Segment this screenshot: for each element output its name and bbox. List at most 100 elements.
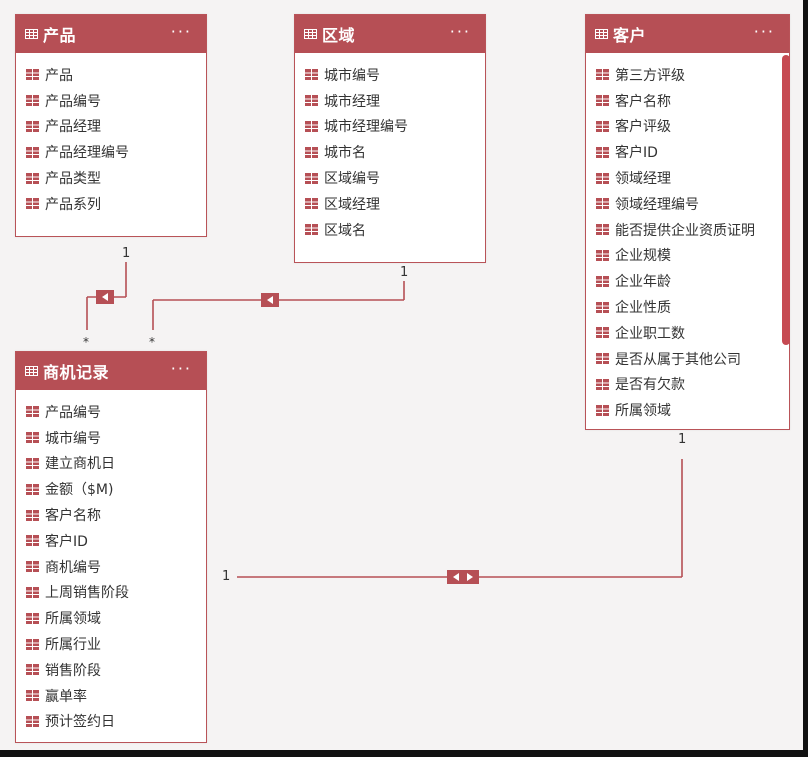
filter-direction-arrow-left-product[interactable]	[96, 290, 114, 304]
field-row[interactable]: 所属行业	[16, 631, 206, 657]
field-label: 是否有欠款	[615, 377, 685, 394]
field-row[interactable]: 所属领域	[16, 605, 206, 631]
column-icon	[26, 690, 39, 702]
cardinality-one-customer: 1	[678, 432, 687, 447]
field-label: 领域经理编号	[615, 196, 699, 213]
column-icon	[596, 327, 609, 339]
table-card-customer[interactable]: 客户 ··· 第三方评级 客户名称 客户评级 客户ID 领域经理	[585, 14, 790, 430]
card-header-region[interactable]: 区域 ···	[295, 15, 485, 53]
filter-direction-arrow-both-customer[interactable]	[447, 570, 479, 584]
field-row[interactable]: 建立商机日	[16, 451, 206, 477]
field-label: 客户ID	[45, 533, 88, 550]
field-row[interactable]: 企业规模	[586, 243, 789, 269]
field-row[interactable]: 城市编号	[295, 62, 485, 88]
field-label: 领域经理	[615, 171, 671, 188]
field-row[interactable]: 城市名	[295, 139, 485, 165]
field-row[interactable]: 客户评级	[586, 114, 789, 140]
field-row[interactable]: 区域经理	[295, 191, 485, 217]
more-options-icon[interactable]: ···	[753, 22, 775, 41]
column-icon	[26, 120, 39, 132]
field-label: 金额（$M)	[45, 482, 114, 499]
column-icon	[26, 432, 39, 444]
field-row[interactable]: 是否有欠款	[586, 372, 789, 398]
field-row[interactable]: 销售阶段	[16, 657, 206, 683]
field-row[interactable]: 产品	[16, 62, 206, 88]
field-label: 商机编号	[45, 559, 101, 576]
field-label: 产品经理	[45, 119, 101, 136]
card-header-product[interactable]: 产品 ···	[16, 15, 206, 53]
field-label: 区域经理	[324, 196, 380, 213]
field-label: 客户ID	[615, 145, 658, 162]
field-label: 区域名	[324, 222, 366, 239]
more-options-icon[interactable]: ···	[170, 22, 192, 41]
field-row[interactable]: 企业性质	[586, 294, 789, 320]
column-icon	[26, 638, 39, 650]
window-edge-bottom	[0, 750, 808, 757]
column-icon	[305, 120, 318, 132]
table-card-product[interactable]: 产品 ··· 产品 产品编号 产品经理 产品经理编号 产品类型	[15, 14, 207, 237]
table-card-region[interactable]: 区域 ··· 城市编号 城市经理 城市经理编号 城市名 区域编号	[294, 14, 486, 263]
field-row[interactable]: 城市编号	[16, 425, 206, 451]
column-icon	[596, 146, 609, 158]
column-icon	[26, 172, 39, 184]
field-label: 企业年龄	[615, 274, 671, 291]
field-row[interactable]: 产品系列	[16, 191, 206, 217]
field-label: 客户评级	[615, 119, 671, 136]
field-row[interactable]: 金额（$M)	[16, 476, 206, 502]
field-label: 上周销售阶段	[45, 585, 129, 602]
card-title: 商机记录	[43, 363, 110, 382]
card-header-customer[interactable]: 客户 ···	[586, 15, 789, 53]
field-label: 城市名	[324, 145, 366, 162]
column-icon	[305, 172, 318, 184]
field-row[interactable]: 第三方评级	[586, 62, 789, 88]
field-row[interactable]: 领域经理	[586, 165, 789, 191]
field-row[interactable]: 产品类型	[16, 165, 206, 191]
field-label: 建立商机日	[45, 456, 115, 473]
field-row[interactable]: 产品经理	[16, 114, 206, 140]
filter-direction-arrow-left-region[interactable]	[261, 293, 279, 307]
column-icon	[596, 353, 609, 365]
column-icon	[596, 404, 609, 416]
field-label: 产品编号	[45, 93, 101, 110]
column-icon	[596, 120, 609, 132]
field-row[interactable]: 产品经理编号	[16, 139, 206, 165]
field-row[interactable]: 赢单率	[16, 683, 206, 709]
more-options-icon[interactable]: ···	[449, 22, 471, 41]
column-icon	[305, 69, 318, 81]
field-row[interactable]: 预计签约日	[16, 709, 206, 735]
column-icon	[26, 509, 39, 521]
window-edge-right	[803, 0, 808, 757]
scrollbar-thumb[interactable]	[782, 55, 790, 345]
field-row[interactable]: 企业职工数	[586, 320, 789, 346]
column-icon	[596, 172, 609, 184]
field-row[interactable]: 产品编号	[16, 399, 206, 425]
field-row[interactable]: 城市经理编号	[295, 114, 485, 140]
field-row[interactable]: 所属领域	[586, 397, 789, 423]
field-label: 客户名称	[615, 93, 671, 110]
table-card-opportunity[interactable]: 商机记录 ··· 产品编号 城市编号 建立商机日 金额（$M) 客户名称	[15, 351, 207, 743]
field-row[interactable]: 是否从属于其他公司	[586, 346, 789, 372]
field-row[interactable]: 区域编号	[295, 165, 485, 191]
cardinality-many-product: *	[83, 335, 89, 349]
field-label: 城市经理	[324, 93, 380, 110]
field-row[interactable]: 产品编号	[16, 88, 206, 114]
field-row[interactable]: 客户名称	[16, 502, 206, 528]
field-row[interactable]: 客户名称	[586, 88, 789, 114]
field-row[interactable]: 客户ID	[16, 528, 206, 554]
field-row[interactable]: 能否提供企业资质证明	[586, 217, 789, 243]
table-icon	[25, 366, 38, 376]
column-icon	[26, 612, 39, 624]
field-row[interactable]: 企业年龄	[586, 268, 789, 294]
card-header-opportunity[interactable]: 商机记录 ···	[16, 352, 206, 390]
field-row[interactable]: 客户ID	[586, 139, 789, 165]
table-icon	[25, 29, 38, 39]
field-row[interactable]: 上周销售阶段	[16, 580, 206, 606]
field-row[interactable]: 商机编号	[16, 554, 206, 580]
field-row[interactable]: 城市经理	[295, 88, 485, 114]
field-row[interactable]: 领域经理编号	[586, 191, 789, 217]
field-row[interactable]: 区域名	[295, 217, 485, 243]
column-icon	[596, 249, 609, 261]
field-label: 企业规模	[615, 248, 671, 265]
more-options-icon[interactable]: ···	[170, 359, 192, 378]
